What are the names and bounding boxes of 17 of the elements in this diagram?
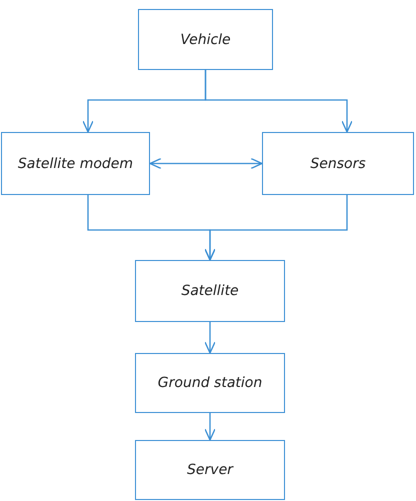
box-label: Sensors <box>310 156 366 172</box>
box-label: Satellite modem <box>18 156 134 172</box>
box-label: Ground station <box>158 375 262 391</box>
process-box <box>135 353 285 413</box>
process-box <box>135 260 285 322</box>
arrow <box>204 322 216 354</box>
arrow <box>204 195 348 261</box>
arrow <box>204 70 353 133</box>
process-box <box>1 132 150 195</box>
process-box <box>135 440 285 500</box>
arrow <box>204 413 216 441</box>
box-label: Server <box>187 462 233 478</box>
box-label: Satellite <box>181 283 239 299</box>
process-box <box>262 132 414 195</box>
arrow <box>149 158 263 170</box>
box-label: Vehicle <box>180 32 231 48</box>
process-box <box>138 9 273 70</box>
